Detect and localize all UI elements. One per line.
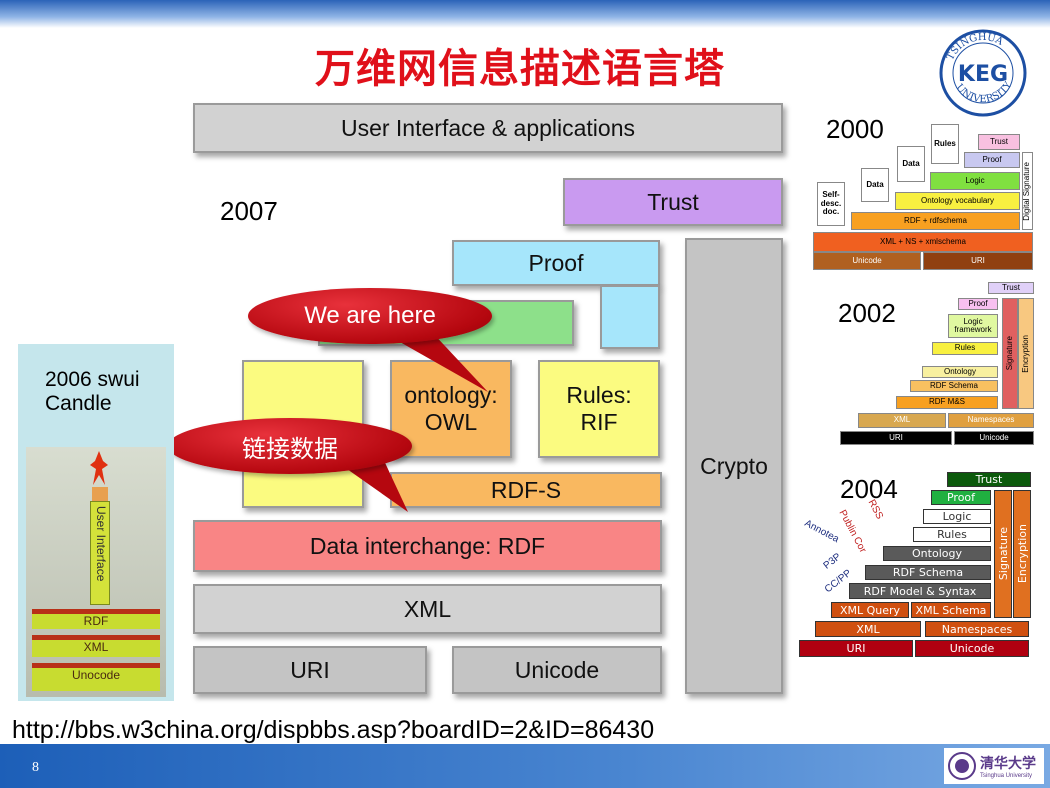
candle-caption: 2006 swui Candle bbox=[45, 368, 140, 416]
s2000-uri: URI bbox=[923, 252, 1033, 270]
candle-wick bbox=[92, 487, 108, 501]
s2004-signature-label: Signature bbox=[996, 527, 1010, 581]
tsinghua-footer-logo: 清华大学 Tsinghua University bbox=[944, 748, 1044, 784]
year-2000-label: 2000 bbox=[826, 114, 884, 144]
footer-bar bbox=[0, 744, 1050, 788]
s2002-rdf-schema: RDF Schema bbox=[910, 380, 998, 392]
s2004-side-rss: RSS bbox=[865, 497, 885, 522]
s2000-signature-label: Digital Signature bbox=[1022, 161, 1032, 221]
candle-rdf: RDF bbox=[32, 609, 160, 629]
s2004-side-p3p: P3P bbox=[821, 551, 844, 572]
candle-rdf-label: RDF bbox=[83, 614, 109, 628]
s2000-rdf: RDF + rdfschema bbox=[851, 212, 1020, 230]
s2000-doc-rules: Rules bbox=[931, 124, 959, 164]
s2004-rdf-schema: RDF Schema bbox=[865, 565, 991, 580]
s2004-logic: Logic bbox=[923, 509, 991, 524]
footer-logo-text: 清华大学 bbox=[980, 756, 1036, 772]
stack-2002: Trust Proof Logic framework Rules Ontolo… bbox=[840, 282, 1034, 446]
layer-proof: Proof bbox=[452, 240, 660, 286]
s2000-doc-data-1: Data bbox=[861, 168, 889, 202]
footer-logo-sub: Tsinghua University bbox=[980, 773, 1033, 779]
candle-panel: 2006 swui Candle User Interface RDF XML … bbox=[18, 344, 174, 701]
s2002-rules: Rules bbox=[932, 342, 998, 355]
tsinghua-seal-icon bbox=[948, 752, 976, 780]
page-number: 8 bbox=[32, 760, 39, 775]
s2004-xml-query: XML Query bbox=[831, 602, 909, 618]
logo-text: KEG bbox=[958, 62, 1008, 87]
s2000-ontology: Ontology vocabulary bbox=[895, 192, 1020, 210]
candle-xml-label: XML bbox=[83, 640, 109, 654]
s2000-trust: Trust bbox=[978, 134, 1020, 150]
layer-rdfs: RDF-S bbox=[390, 472, 662, 508]
stack-2004: Trust Proof Logic Rules Ontology RDF Sch… bbox=[799, 472, 1031, 658]
s2002-trust: Trust bbox=[988, 282, 1034, 294]
s2004-trust: Trust bbox=[947, 472, 1031, 487]
s2002-xml: XML bbox=[858, 413, 946, 428]
layer-proof-extension bbox=[600, 285, 660, 349]
s2002-namespaces: Namespaces bbox=[948, 413, 1034, 428]
s2004-ontology: Ontology bbox=[883, 546, 991, 561]
s2004-uri: URI bbox=[799, 640, 913, 657]
s2002-rdf-ms: RDF M&S bbox=[896, 396, 998, 409]
candle-user-interface-label: User Interface bbox=[94, 506, 108, 582]
s2000-doc-self: Self-desc. doc. bbox=[817, 182, 845, 226]
year-2002-label: 2002 bbox=[838, 298, 896, 328]
s2000-unicode: Unicode bbox=[813, 252, 921, 270]
callout-linked-data: 链接数据 bbox=[168, 418, 412, 474]
candle-photo: User Interface RDF XML Unocode bbox=[26, 447, 166, 697]
s2002-encryption: Encryption bbox=[1018, 298, 1034, 409]
candle-xml: XML bbox=[32, 635, 160, 657]
callout-we-are-here: We are here bbox=[248, 288, 492, 344]
s2000-logic: Logic bbox=[930, 172, 1020, 190]
top-banner bbox=[0, 0, 1050, 28]
s2004-rules: Rules bbox=[913, 527, 991, 542]
source-url[interactable]: http://bbs.w3china.org/dispbbs.asp?board… bbox=[12, 716, 655, 744]
s2004-proof: Proof bbox=[931, 490, 991, 505]
s2002-signature: Signature bbox=[1002, 298, 1018, 409]
s2004-side-publin: Publin Cor bbox=[836, 508, 869, 555]
s2004-encryption-label: Encryption bbox=[1015, 524, 1029, 584]
s2004-encryption: Encryption bbox=[1013, 490, 1031, 618]
layer-xml: XML bbox=[193, 584, 662, 634]
s2002-signature-label: Signature bbox=[1004, 336, 1014, 371]
s2004-xml-schema: XML Schema bbox=[911, 602, 991, 618]
layer-crypto: Crypto bbox=[685, 238, 783, 694]
layer-data-interchange: Data interchange: RDF bbox=[193, 520, 662, 572]
s2004-unicode: Unicode bbox=[915, 640, 1029, 657]
layer-uri: URI bbox=[193, 646, 427, 694]
s2004-signature: Signature bbox=[994, 490, 1012, 618]
s2000-proof: Proof bbox=[964, 152, 1020, 168]
s2000-xml: XML + NS + xmlschema bbox=[813, 232, 1033, 252]
s2004-xml: XML bbox=[815, 621, 921, 637]
s2004-side-annotea: Annotea bbox=[802, 517, 841, 546]
s2000-signature: Digital Signature bbox=[1022, 152, 1033, 230]
s2004-namespaces: Namespaces bbox=[925, 621, 1029, 637]
candle-unicode-label: Unocode bbox=[71, 668, 121, 682]
flame-icon bbox=[90, 451, 108, 485]
s2002-ontology: Ontology bbox=[922, 366, 998, 378]
keg-logo: TSINGHUA UNIVERSITY KEG bbox=[938, 28, 1028, 118]
candle-user-interface: User Interface bbox=[90, 501, 110, 605]
s2002-proof: Proof bbox=[958, 298, 998, 310]
page-title: 万维网信息描述语言塔 bbox=[315, 46, 725, 92]
layer-user-interface: User Interface & applications bbox=[193, 103, 783, 153]
layer-rules-rif: Rules: RIF bbox=[538, 360, 660, 458]
year-2004-label: 2004 bbox=[840, 474, 898, 504]
s2002-unicode: Unicode bbox=[954, 431, 1034, 445]
layer-unicode: Unicode bbox=[452, 646, 662, 694]
layer-trust: Trust bbox=[563, 178, 783, 226]
stack-2000: Trust Proof Logic Ontology vocabulary RD… bbox=[813, 124, 1033, 272]
candle-unicode: Unocode bbox=[32, 663, 160, 691]
s2000-doc-data-2: Data bbox=[897, 146, 925, 182]
s2002-uri: URI bbox=[840, 431, 952, 445]
year-2007-label: 2007 bbox=[220, 196, 278, 226]
s2002-logic: Logic framework bbox=[948, 314, 998, 338]
s2002-encryption-label: Encryption bbox=[1020, 334, 1030, 373]
s2004-rdf-model: RDF Model & Syntax bbox=[849, 583, 991, 599]
